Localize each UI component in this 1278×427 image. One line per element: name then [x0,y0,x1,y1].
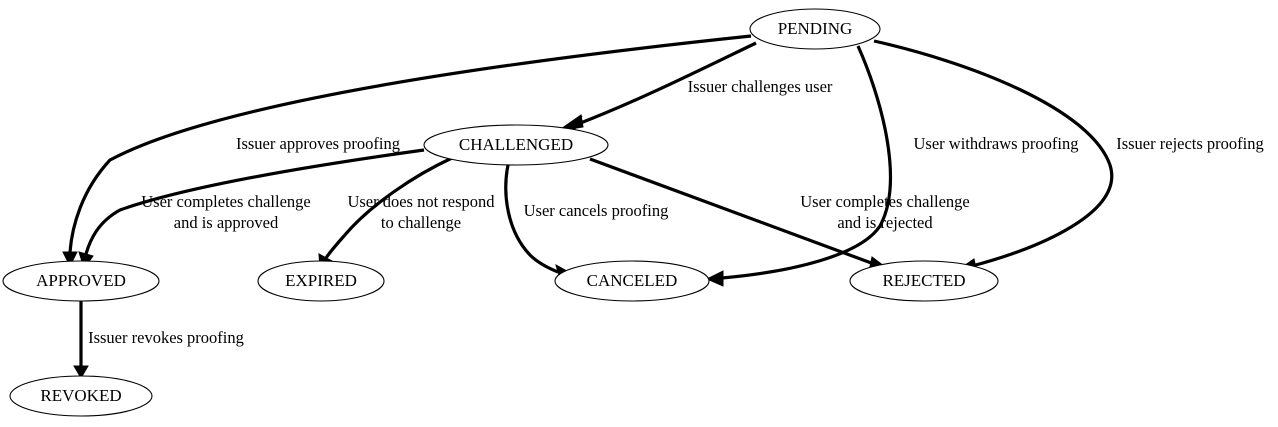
edge-label-user-cancels-proofing: User cancels proofing [524,201,669,220]
edge-label-issuer-approves-proofing: Issuer approves proofing [236,134,400,153]
edge-label-challenged-approved-line1: User completes challenge [141,192,311,211]
node-ellipse[interactable] [849,260,999,302]
node-challenged[interactable]: CHALLENGED [423,124,609,166]
edge-label-challenged-approved-line2: and is approved [174,213,279,232]
edge-challenged-rejected: User completes challenge and is rejected [589,157,970,272]
node-label-expired: EXPIRED [285,271,357,290]
arrowhead-icon [705,270,724,287]
edge-challenged-approved: User completes challenge and is approved [78,148,425,270]
edge-pending-challenged: Issuer challenges user [557,41,833,134]
arrowhead-icon [62,251,78,268]
node-approved[interactable]: APPROVED [2,260,160,302]
edge-approved-revoked: Issuer revokes proofing [73,301,244,379]
edge-path [589,157,875,266]
edge-label-issuer-revokes-proofing: Issuer revokes proofing [88,328,244,347]
node-ellipse[interactable] [257,260,385,302]
edge-challenged-expired: User does not respond to challenge [318,156,495,270]
edge-pending-approved: Issuer approves proofing [62,34,752,268]
node-pending[interactable]: PENDING [749,8,881,50]
node-ellipse[interactable] [2,260,160,302]
edge-path [68,34,752,253]
edge-pending-canceled: User withdraws proofing [705,45,1079,287]
edge-path [324,156,453,259]
edge-path [873,39,1114,268]
node-ellipse[interactable] [9,375,153,417]
arrowhead-icon [73,365,89,379]
edge-path [504,164,559,274]
node-label-rejected: REJECTED [882,271,965,290]
edge-path [84,148,425,255]
edge-label-challenged-rejected-line2: and is rejected [837,213,933,232]
edge-label-challenged-expired-line2: to challenge [381,213,461,232]
edge-label-challenged-expired-line1: User does not respond [347,192,495,211]
edge-path [721,45,893,280]
node-expired[interactable]: EXPIRED [257,260,385,302]
edge-label-user-withdraws-proofing: User withdraws proofing [914,134,1079,153]
edge-challenged-canceled: User cancels proofing [504,164,669,280]
node-revoked[interactable]: REVOKED [9,375,153,417]
node-label-revoked: REVOKED [40,386,121,405]
edge-label-issuer-challenges-user: Issuer challenges user [688,77,833,96]
node-canceled[interactable]: CANCELED [554,260,710,302]
node-ellipse[interactable] [554,260,710,302]
node-rejected[interactable]: REJECTED [849,260,999,302]
node-label-challenged: CHALLENGED [459,135,573,154]
edge-path [577,41,757,126]
node-ellipse[interactable] [423,124,609,166]
node-label-canceled: CANCELED [587,271,678,290]
edge-pending-rejected: Issuer rejects proofing [873,39,1264,274]
edge-label-challenged-rejected-line1: User completes challenge [800,192,970,211]
node-label-approved: APPROVED [36,271,126,290]
node-ellipse[interactable] [749,8,881,50]
node-label-pending: PENDING [778,19,853,38]
edge-label-issuer-rejects-proofing: Issuer rejects proofing [1116,134,1264,153]
